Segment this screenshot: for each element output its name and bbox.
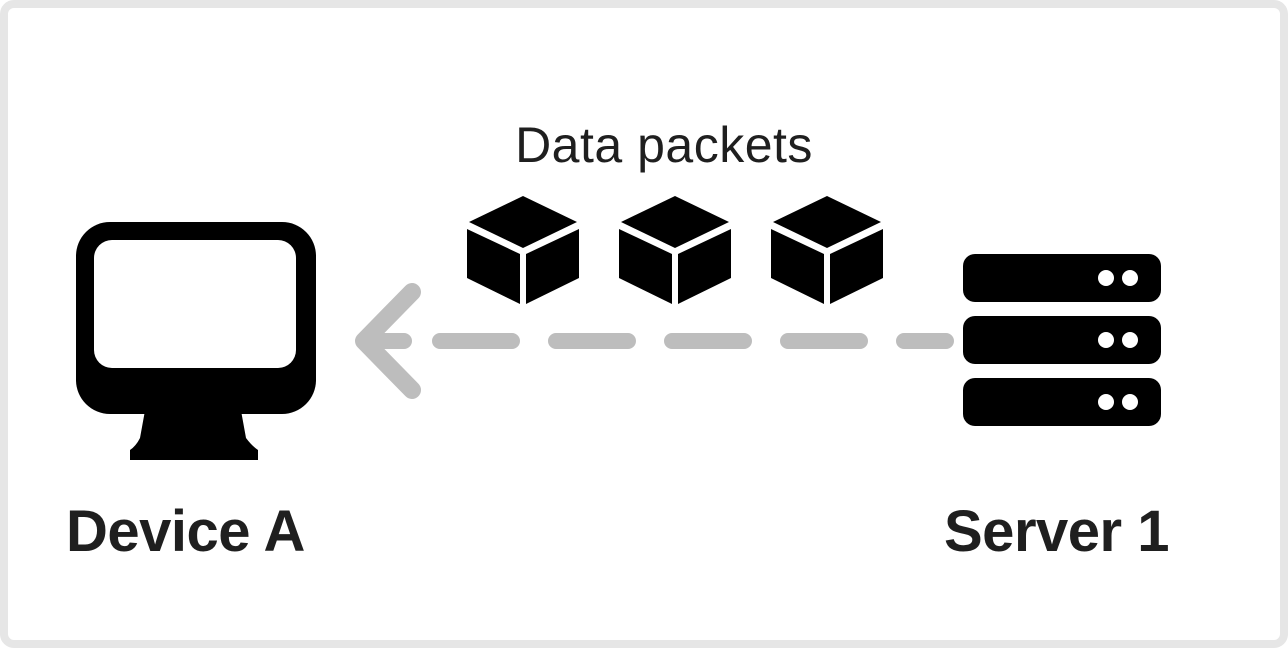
device-label: Device A (66, 499, 305, 564)
packet-cube-1 (467, 196, 579, 304)
flow-arrow (355, 283, 954, 399)
diagram-title: Data packets (515, 117, 813, 173)
cube-icon (467, 196, 579, 304)
cube-icon (619, 196, 731, 304)
server-unit-3 (963, 378, 1161, 426)
server-label: Server 1 (944, 499, 1169, 564)
server-unit-1 (963, 254, 1161, 302)
server-unit-2 (963, 316, 1161, 364)
monitor-icon (76, 222, 316, 460)
packet-cube-2 (619, 196, 731, 304)
cube-icon (771, 196, 883, 304)
packet-cube-3 (771, 196, 883, 304)
server-icon (963, 254, 1161, 426)
